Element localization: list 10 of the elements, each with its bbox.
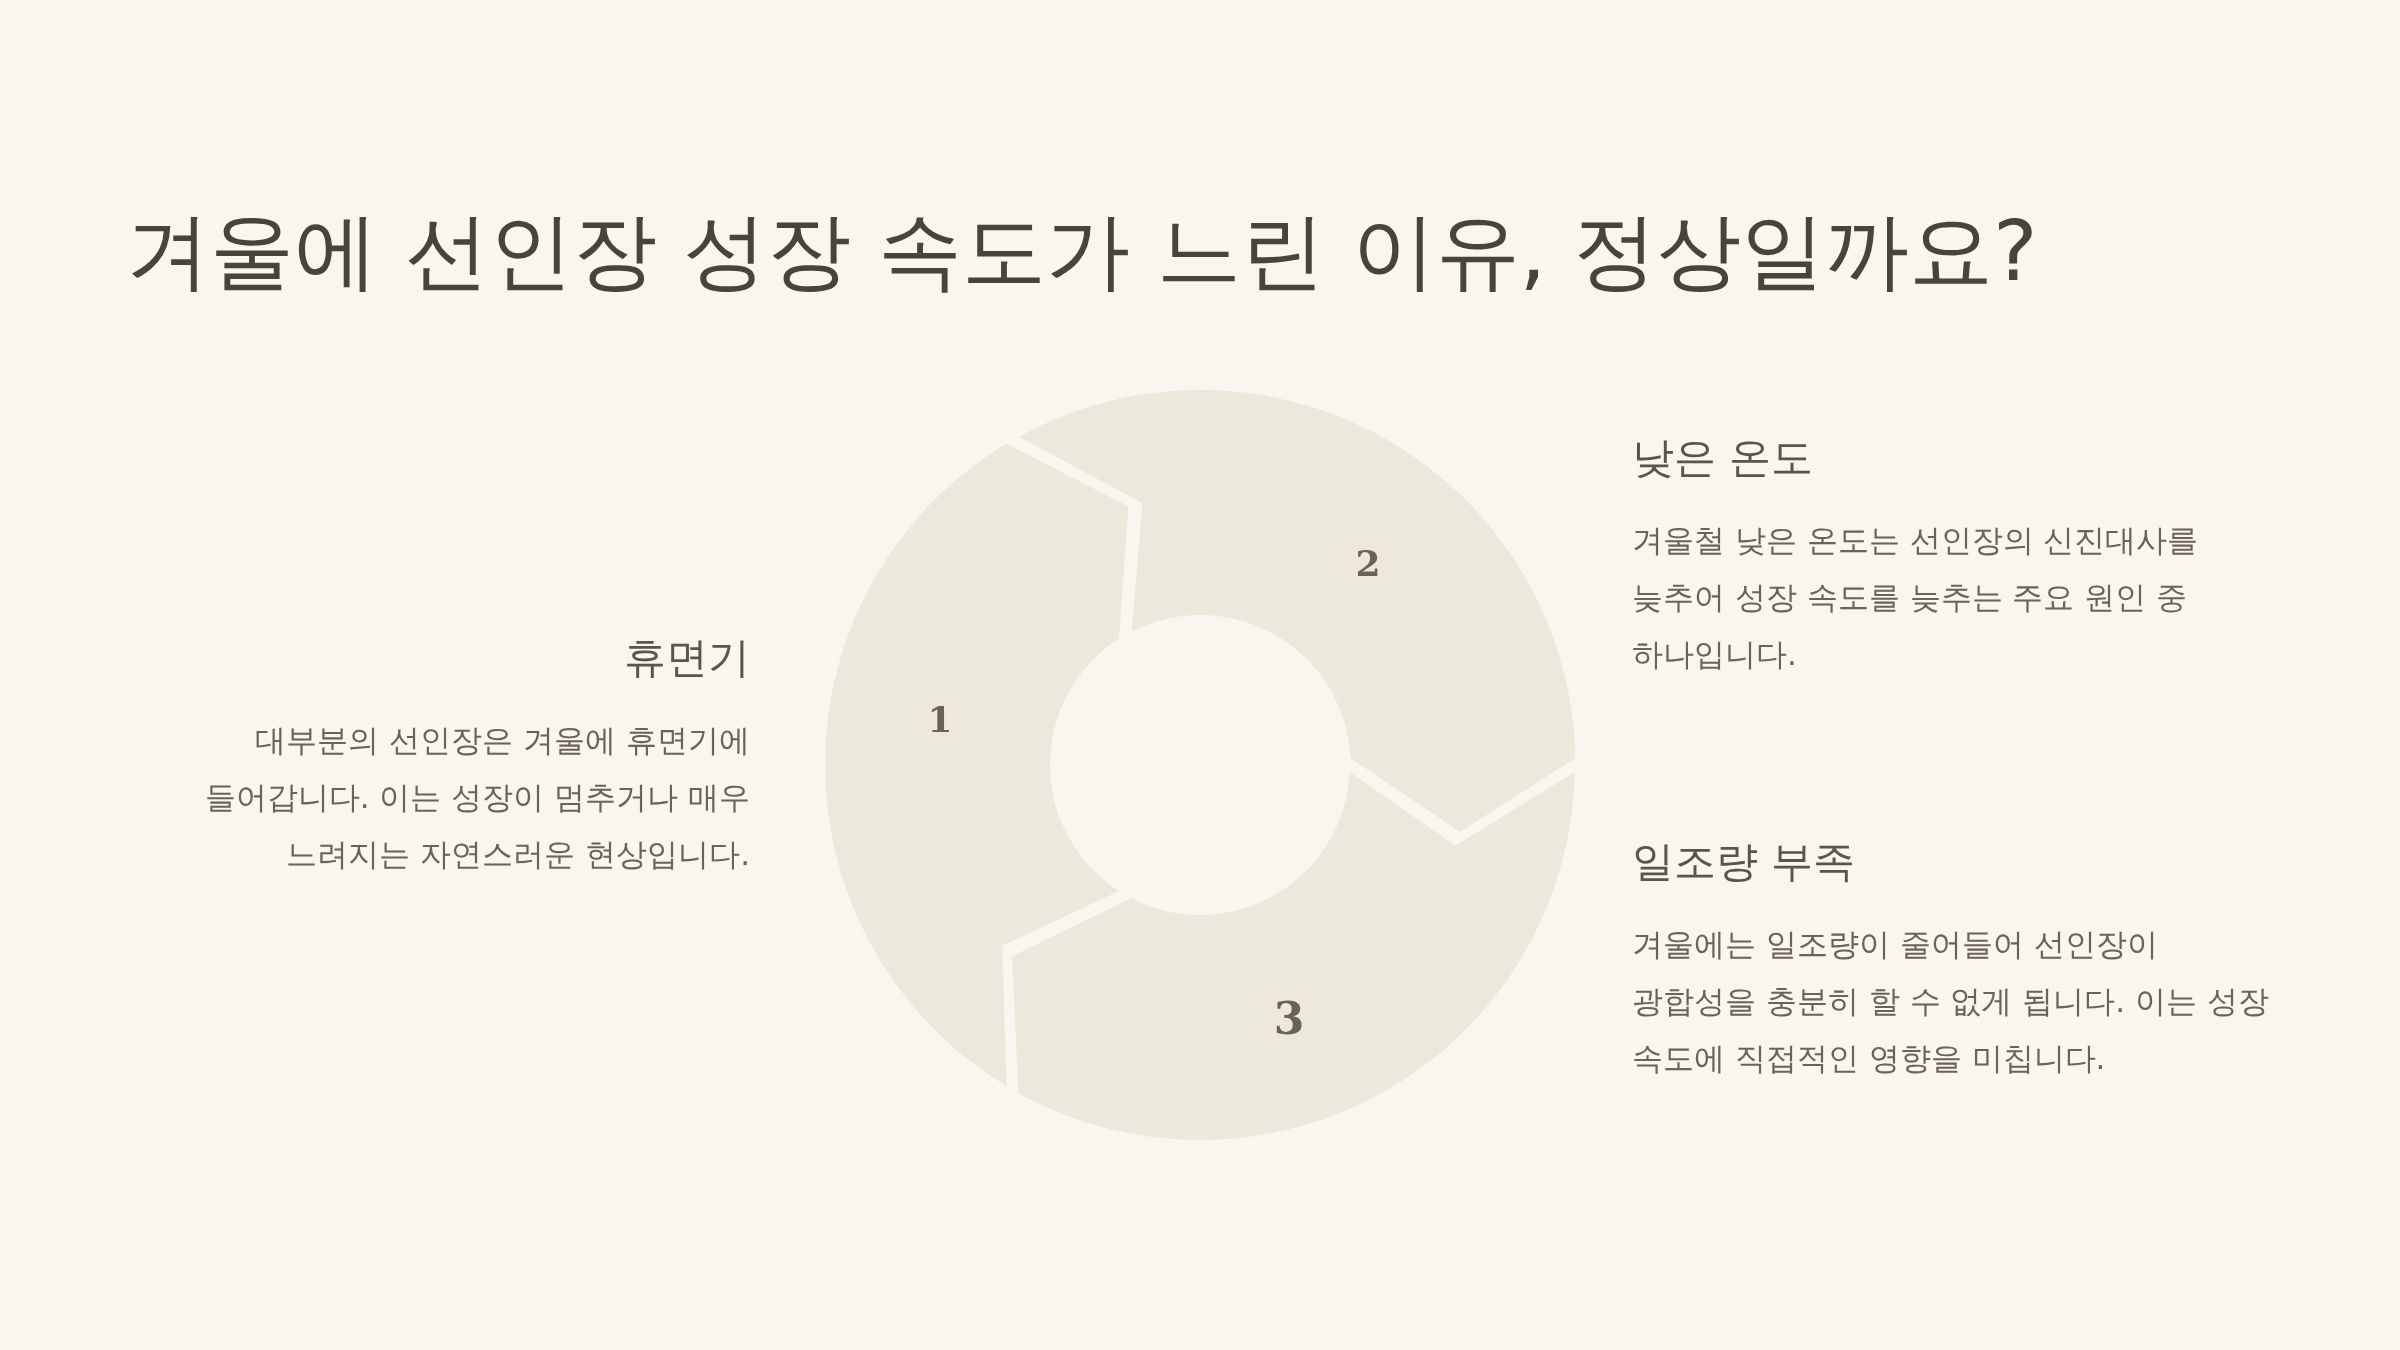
step-heading: 낮은 온도 <box>1632 432 1815 484</box>
step-heading: 휴면기 <box>623 632 750 684</box>
title: 겨울에 선인장 성장 속도가 느린 이유, 정상일까요? <box>126 201 2038 302</box>
step-description: 대부분의 선인장은 겨울에 휴면기에 들어갑니다. 이는 성장이 멈추거나 매우 느려지는 자연스러운 현상입니다. <box>203 721 750 874</box>
step-number: 2 <box>1355 542 1381 584</box>
step-heading: 일조량 부족 <box>1632 836 1857 888</box>
step-number: 1 <box>927 698 953 740</box>
step-number: 3 <box>1273 992 1305 1044</box>
step-description: 겨울에는 일조량이 줄어들어 선인장이 광합성을 충분히 할 수 없게 됩니다. 이는 성장 속도에 직접적인 영향을 미칩니다. <box>1632 925 2270 1078</box>
step-description: 겨울철 낮은 온도는 선인장의 신진대사를 늦추어 성장 속도를 늦추는 주요 원인 중 하나입니다. <box>1632 521 2200 674</box>
